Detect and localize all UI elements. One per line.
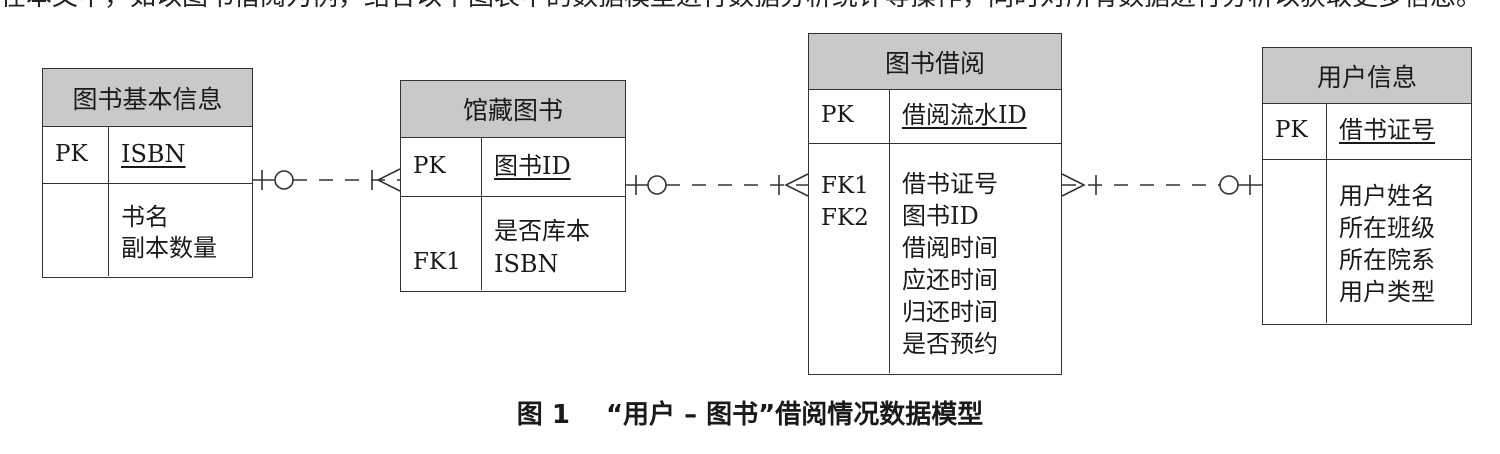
entity-title-text: 图书借阅 xyxy=(884,48,985,78)
attr-row: 用户姓名 所在班级 所在院系 用户类型 xyxy=(1263,159,1471,323)
attr-item: 副本数量 xyxy=(121,234,217,262)
attr-item: 用户姓名 xyxy=(1339,182,1435,210)
pk-label: PK xyxy=(1263,104,1327,159)
attr-list: 是否库本 ISBN xyxy=(482,197,590,290)
connector-bookinfo-collection xyxy=(253,168,401,192)
fk-label: FK1 xyxy=(413,249,461,275)
pk-label: PK xyxy=(401,138,482,196)
pk-row: PK ISBN xyxy=(43,127,252,183)
figure-number: 图 1 xyxy=(516,400,570,430)
pk-field: 图书ID xyxy=(482,138,571,196)
attr-item: 是否预约 xyxy=(902,330,998,358)
attr-list: 用户姓名 所在班级 所在院系 用户类型 xyxy=(1327,160,1435,323)
pk-field: 借阅流水ID xyxy=(890,90,1027,143)
optional-circle xyxy=(647,175,667,195)
optional-circle xyxy=(1219,175,1239,195)
entity-title: 图书基本信息 xyxy=(43,69,252,127)
key-column: FK1 FK2 xyxy=(809,144,890,373)
entity-user: 用户信息 PK 借书证号 用户姓名 所在班级 所在院系 用户类型 xyxy=(1262,47,1472,325)
attr-item: 书名 xyxy=(121,203,169,231)
entity-title-text: 图书基本信息 xyxy=(72,84,223,114)
figure-caption: 图 1 “用户 – 图书”借阅情况数据模型 xyxy=(0,394,1500,431)
attr-item: 借书证号 xyxy=(902,170,998,198)
attr-row: FK1 是否库本 ISBN xyxy=(401,196,625,290)
crowfoot-many xyxy=(1061,173,1086,197)
pk-field: 借书证号 xyxy=(1327,104,1435,159)
attr-item: 图书ID xyxy=(902,202,979,230)
connector-borrow-user xyxy=(1061,173,1262,197)
pk-field-text: 借阅流水ID xyxy=(902,101,1027,129)
top-text-fragment: 在本文中，如以图书借阅为例，结合以下图表中的数据模型进行数据分析统计等操作，同时… xyxy=(0,0,1500,8)
attr-row: 书名 副本数量 xyxy=(43,183,252,276)
key-column: FK1 xyxy=(401,197,482,290)
crowfoot-many xyxy=(376,168,401,192)
attr-item: 用户类型 xyxy=(1339,278,1435,306)
entity-title: 图书借阅 xyxy=(809,34,1061,90)
fk-label: FK1 xyxy=(821,173,869,199)
attr-item: 借阅时间 xyxy=(902,234,998,262)
attr-list: 借书证号 图书ID 借阅时间 应还时间 归还时间 是否预约 xyxy=(890,144,998,373)
entity-borrow: 图书借阅 PK 借阅流水ID FK1 FK2 借书证号 图书ID 借阅时间 应还… xyxy=(808,33,1062,375)
entity-book-info: 图书基本信息 PK ISBN 书名 副本数量 xyxy=(42,68,253,278)
attr-item: 所在院系 xyxy=(1339,246,1435,274)
pk-field: ISBN xyxy=(109,127,186,183)
pk-label: PK xyxy=(809,90,890,143)
pk-field-text: 图书ID xyxy=(494,152,571,180)
fk-label: FK2 xyxy=(821,205,869,231)
pk-row: PK 借阅流水ID xyxy=(809,90,1061,143)
pk-row: PK 借书证号 xyxy=(1263,104,1471,159)
attr-list: 书名 副本数量 xyxy=(109,184,217,276)
connector-collection-borrow xyxy=(626,173,809,197)
entity-collection: 馆藏图书 PK 图书ID FK1 是否库本 ISBN xyxy=(400,80,626,292)
entity-title: 用户信息 xyxy=(1263,48,1471,104)
optional-circle xyxy=(274,170,294,190)
entity-title: 馆藏图书 xyxy=(401,81,625,138)
crowfoot-many xyxy=(784,173,809,197)
attr-row: FK1 FK2 借书证号 图书ID 借阅时间 应还时间 归还时间 是否预约 xyxy=(809,143,1061,373)
key-column xyxy=(43,184,109,276)
key-column xyxy=(1263,160,1327,323)
pk-row: PK 图书ID xyxy=(401,138,625,196)
pk-label: PK xyxy=(43,127,109,183)
entity-title-text: 用户信息 xyxy=(1316,62,1417,92)
attr-item: 是否库本 xyxy=(494,217,590,245)
figure-title: “用户 – 图书”借阅情况数据模型 xyxy=(605,400,984,430)
pk-field-text: 借书证号 xyxy=(1339,116,1435,144)
attr-item: 归还时间 xyxy=(902,298,998,326)
attr-item: 所在班级 xyxy=(1339,214,1435,242)
attr-item: ISBN xyxy=(494,250,559,278)
attr-item: 应还时间 xyxy=(902,266,998,294)
entity-title-text: 馆藏图书 xyxy=(462,96,563,125)
pk-field-text: ISBN xyxy=(121,140,186,168)
